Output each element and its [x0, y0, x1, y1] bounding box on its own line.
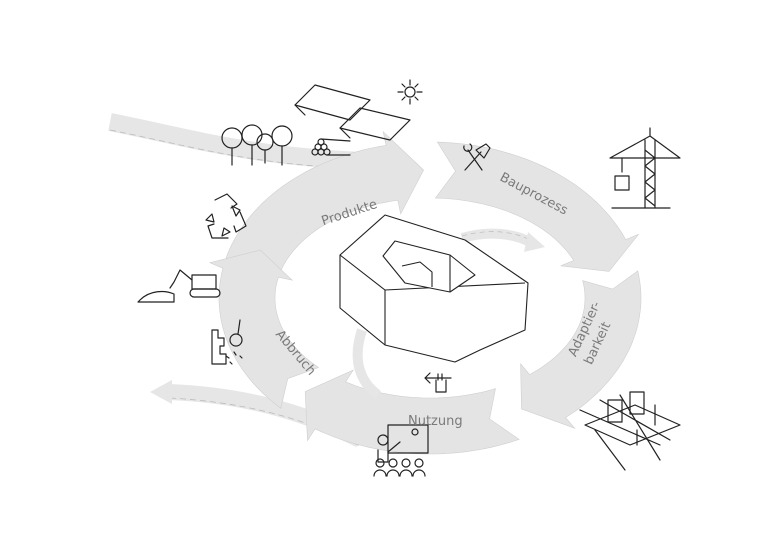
adaptable-floorplan-icon — [579, 391, 681, 471]
demolition-icon — [211, 319, 243, 365]
cycle-arrow-adaptierbarkeit — [520, 270, 642, 429]
recycle-icon — [205, 193, 247, 239]
cycle-arrow-nutzung — [304, 369, 520, 455]
sun-icon — [397, 79, 423, 105]
cycle-arrow-bauprozess — [434, 141, 640, 272]
cycle-arrow-produkte — [223, 130, 424, 278]
crane-icon — [609, 127, 681, 209]
cycle-ring — [208, 130, 642, 455]
timber-logs-icon — [311, 138, 351, 156]
inner-arrow-bottom — [352, 328, 382, 400]
trees-icon — [221, 124, 293, 166]
excavator-icon — [137, 269, 221, 303]
tools-icon — [463, 143, 491, 171]
cycle-arrow-abbruch — [208, 249, 320, 409]
hand-pencil-icon — [424, 372, 452, 393]
solar-panels-icon — [294, 84, 411, 141]
building-illustration — [339, 214, 529, 363]
inner-arrow-top — [460, 228, 545, 252]
stage-label-nutzung: Nutzung — [408, 414, 463, 429]
teacher-audience-icon — [373, 424, 429, 477]
